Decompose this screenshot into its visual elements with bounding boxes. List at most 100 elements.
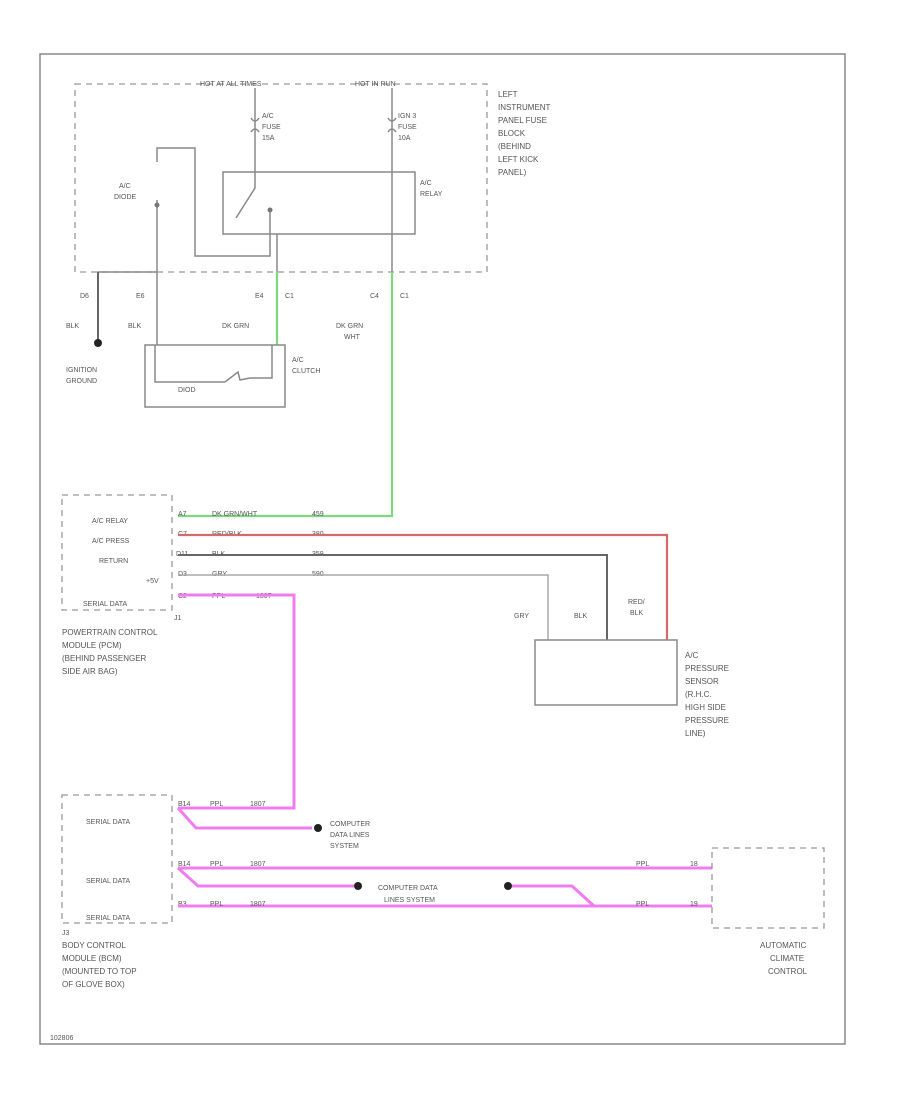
svg-text:15A: 15A bbox=[262, 135, 275, 142]
computer-data-lines-2-label: COMPUTER DATA LINES SYSTEM bbox=[378, 885, 438, 904]
svg-text:LINE): LINE) bbox=[685, 729, 706, 738]
svg-text:MODULE (BCM): MODULE (BCM) bbox=[62, 954, 122, 963]
svg-text:RELAY: RELAY bbox=[420, 191, 443, 198]
ac-clutch-outline bbox=[144, 344, 286, 408]
pcm-outline bbox=[61, 494, 173, 611]
bcm-outline bbox=[61, 794, 173, 924]
svg-text:C4: C4 bbox=[370, 293, 379, 300]
svg-text:PANEL FUSE: PANEL FUSE bbox=[498, 116, 547, 125]
ppl-bcm-b14-to-data2 bbox=[176, 866, 354, 888]
svg-text:A/C: A/C bbox=[262, 113, 274, 120]
svg-text:A/C: A/C bbox=[420, 180, 432, 187]
svg-text:BLK: BLK bbox=[128, 323, 142, 330]
svg-text:HIGH SIDE: HIGH SIDE bbox=[685, 703, 726, 712]
ac-relay-box bbox=[222, 171, 416, 235]
climate-control-outline bbox=[711, 847, 825, 929]
svg-text:CONTROL: CONTROL bbox=[768, 967, 808, 976]
svg-text:PPL: PPL bbox=[636, 901, 649, 908]
dk-grn-wht-wire bbox=[178, 272, 394, 518]
bcm-wire-colors: PPL 1807 PPL 1807 PPL 1807 PPL PPL bbox=[210, 801, 649, 908]
relay-switch bbox=[235, 172, 271, 234]
svg-text:PANEL): PANEL) bbox=[498, 168, 527, 177]
svg-text:10A: 10A bbox=[398, 135, 411, 142]
hot-in-run-label: HOT IN RUN bbox=[355, 81, 396, 88]
svg-text:GROUND: GROUND bbox=[66, 378, 97, 385]
svg-text:PPL: PPL bbox=[210, 901, 223, 908]
svg-text:RETURN: RETURN bbox=[99, 558, 128, 565]
svg-text:LEFT KICK: LEFT KICK bbox=[498, 155, 539, 164]
pcm-rows: A/C RELAY A/C PRESS RETURN +5V SERIAL DA… bbox=[83, 518, 159, 608]
svg-text:COMPUTER: COMPUTER bbox=[330, 821, 370, 828]
svg-text:D6: D6 bbox=[80, 293, 89, 300]
svg-text:PPL: PPL bbox=[210, 861, 223, 868]
svg-text:DK GRN/WHT: DK GRN/WHT bbox=[212, 511, 258, 518]
svg-text:1807: 1807 bbox=[250, 801, 266, 808]
hot-all-times-label: HOT AT ALL TIMES bbox=[200, 81, 262, 88]
blk-return-wire bbox=[178, 554, 608, 640]
ac-clutch-label: A/C CLUTCH bbox=[292, 357, 320, 375]
data-lines-1-arrow bbox=[314, 824, 322, 832]
svg-text:OF GLOVE BOX): OF GLOVE BOX) bbox=[62, 980, 125, 989]
svg-text:RED/: RED/ bbox=[628, 599, 645, 606]
svg-text:18: 18 bbox=[690, 861, 698, 868]
climate-control-pins: 18 19 bbox=[690, 861, 698, 908]
red-blk-wire bbox=[178, 533, 669, 640]
svg-text:CLIMATE: CLIMATE bbox=[770, 954, 804, 963]
svg-text:SERIAL DATA: SERIAL DATA bbox=[86, 878, 131, 885]
svg-text:WHT: WHT bbox=[344, 334, 361, 341]
computer-data-lines-1-label: COMPUTER DATA LINES SYSTEM bbox=[330, 821, 370, 850]
svg-text:A/C: A/C bbox=[685, 651, 699, 660]
svg-text:+5V: +5V bbox=[146, 578, 159, 585]
svg-text:COMPUTER DATA: COMPUTER DATA bbox=[378, 885, 438, 892]
svg-text:1807: 1807 bbox=[250, 861, 266, 868]
svg-text:SERIAL DATA: SERIAL DATA bbox=[86, 915, 131, 922]
svg-text:A/C PRESS: A/C PRESS bbox=[92, 538, 130, 545]
relay-switch-contact bbox=[267, 207, 273, 213]
ac-diode-dot bbox=[154, 202, 160, 208]
svg-text:MODULE (PCM): MODULE (PCM) bbox=[62, 641, 122, 650]
pressure-sensor-box bbox=[534, 639, 678, 706]
svg-text:A7: A7 bbox=[178, 511, 187, 518]
ign-fuse-label: IGN 3 FUSE 10A bbox=[398, 113, 417, 142]
ignition-ground-label: IGNITION GROUND bbox=[66, 367, 97, 385]
ppl-data2-return bbox=[512, 884, 596, 908]
svg-text:LINES SYSTEM: LINES SYSTEM bbox=[384, 897, 435, 904]
svg-text:DIODE: DIODE bbox=[114, 194, 137, 201]
bcm-rows: SERIAL DATA SERIAL DATA SERIAL DATA bbox=[86, 819, 131, 922]
gry-5v-wire bbox=[178, 574, 549, 640]
pressure-sensor-label: A/C PRESSURE SENSOR (R.H.C. HIGH SIDE PR… bbox=[685, 651, 729, 738]
ppl-pcm-serial-wire bbox=[178, 593, 296, 810]
bcm-connector-label: J3 bbox=[62, 930, 70, 937]
ppl-bcm-to-data1 bbox=[176, 806, 312, 830]
svg-text:DATA LINES: DATA LINES bbox=[330, 832, 370, 839]
svg-text:(BEHIND PASSENGER: (BEHIND PASSENGER bbox=[62, 654, 147, 663]
svg-text:IGN 3: IGN 3 bbox=[398, 113, 416, 120]
svg-text:(BEHIND: (BEHIND bbox=[498, 142, 531, 151]
footer-code: 102806 bbox=[50, 1035, 73, 1042]
svg-text:459: 459 bbox=[312, 511, 324, 518]
outer-border bbox=[39, 53, 846, 1045]
svg-text:POWERTRAIN CONTROL: POWERTRAIN CONTROL bbox=[62, 628, 158, 637]
svg-text:19: 19 bbox=[690, 901, 698, 908]
ac-diode-label: A/C DIODE bbox=[114, 183, 137, 201]
svg-text:SENSOR: SENSOR bbox=[685, 677, 719, 686]
ac-relay-label: A/C RELAY bbox=[420, 180, 443, 198]
svg-text:SIDE AIR BAG): SIDE AIR BAG) bbox=[62, 667, 118, 676]
svg-text:SYSTEM: SYSTEM bbox=[330, 843, 359, 850]
bcm-name-label: BODY CONTROL MODULE (BCM) (MOUNTED TO TO… bbox=[62, 941, 137, 989]
ac-diode-wire bbox=[156, 147, 271, 257]
fuse-block-pins: D6 E6 E4 C1 C4 C1 bbox=[80, 293, 409, 300]
svg-text:A/C RELAY: A/C RELAY bbox=[92, 518, 128, 525]
svg-text:BLK: BLK bbox=[630, 610, 644, 617]
svg-text:B14: B14 bbox=[178, 861, 191, 868]
svg-text:FUSE: FUSE bbox=[398, 124, 417, 131]
svg-text:LEFT: LEFT bbox=[498, 90, 518, 99]
ac-fuse-label: A/C FUSE 15A bbox=[262, 113, 281, 142]
svg-text:DK GRN: DK GRN bbox=[336, 323, 363, 330]
ignition-ground-dot bbox=[94, 339, 102, 347]
svg-text:SERIAL DATA: SERIAL DATA bbox=[83, 601, 128, 608]
svg-text:E6: E6 bbox=[136, 293, 145, 300]
svg-text:AUTOMATIC: AUTOMATIC bbox=[760, 941, 807, 950]
ac-clutch-diode-label: DIOD bbox=[178, 387, 196, 394]
pcm-connector-label: J1 bbox=[174, 615, 182, 622]
